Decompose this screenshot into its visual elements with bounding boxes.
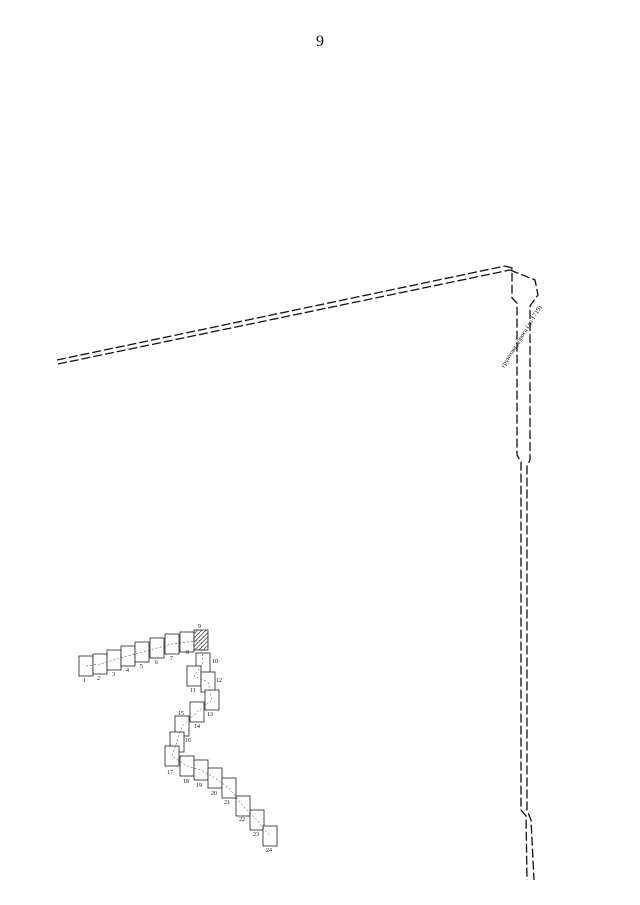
road-boundary: грунтова дорога (до 1719) — [56, 265, 544, 881]
square-label: 6 — [155, 660, 158, 666]
square-label: 10 — [212, 659, 218, 665]
square-label: 18 — [183, 779, 189, 785]
excavation-square-20 — [207, 767, 223, 789]
road-right-edge — [509, 269, 539, 881]
square-label: 8 — [186, 650, 189, 656]
square-label: 24 — [266, 848, 272, 854]
square-label: 13 — [207, 712, 213, 718]
square-label: 14 — [194, 724, 200, 730]
square-label: 1 — [83, 678, 86, 684]
road-annotation: грунтова дорога (до 1719) — [500, 304, 544, 369]
excavation-square-17 — [164, 745, 180, 767]
square-label: 23 — [253, 832, 259, 838]
square-label: 4 — [126, 668, 129, 674]
excavation-square-24 — [262, 825, 278, 847]
square-label: 17 — [167, 770, 173, 776]
square-label: 16 — [185, 738, 191, 744]
square-label: 20 — [211, 791, 217, 797]
square-label: 3 — [112, 672, 115, 678]
road-corner — [504, 265, 528, 881]
excavation-square-22 — [235, 795, 251, 817]
square-label: 9 — [198, 624, 201, 630]
excavation-square-4 — [120, 645, 136, 667]
square-label: 19 — [196, 783, 202, 789]
square-label: 15 — [178, 711, 184, 717]
excavation-square-2 — [92, 653, 108, 675]
square-label: 22 — [239, 817, 245, 823]
square-label: 5 — [140, 664, 143, 670]
square-label: 2 — [97, 676, 100, 682]
square-label: 21 — [224, 800, 230, 806]
excavation-square-23 — [249, 809, 265, 831]
square-label: 12 — [216, 678, 222, 684]
page-number: 9 — [316, 33, 324, 50]
road-top-edge-2 — [57, 269, 511, 365]
excavation-square-9 — [193, 629, 209, 651]
survey-path-line — [85, 639, 271, 837]
square-label: 7 — [170, 656, 173, 662]
excavation-square-19 — [193, 759, 209, 781]
road-top-edge-1 — [56, 265, 506, 361]
square-label: 11 — [190, 688, 196, 694]
excavation-square-13 — [204, 689, 220, 711]
excavation-square-21 — [221, 777, 237, 799]
